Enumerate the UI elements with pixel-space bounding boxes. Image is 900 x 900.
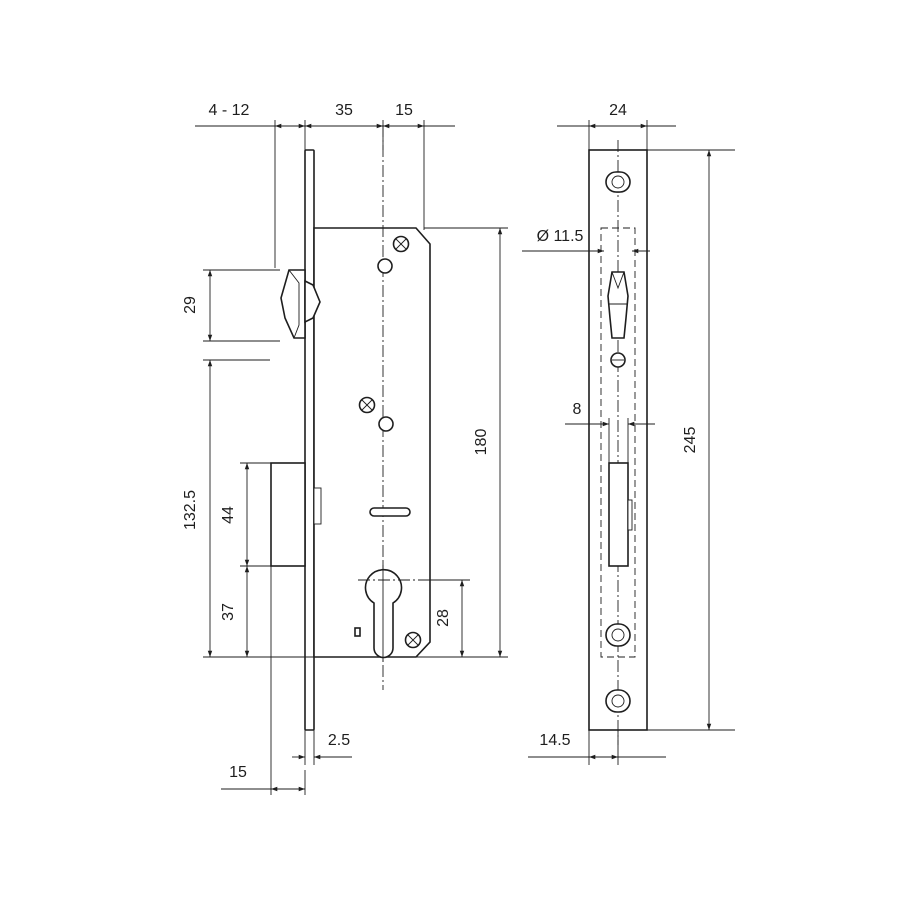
screw-hole-icon xyxy=(605,171,631,193)
latch-bolt xyxy=(280,269,321,339)
screw-icon xyxy=(358,396,376,414)
screw-icon xyxy=(392,235,410,253)
hole-icon xyxy=(378,416,394,432)
dim-overall-height: 245 xyxy=(682,427,699,454)
dim-right-offset: 15 xyxy=(395,102,413,119)
deadbolt-tab xyxy=(313,487,322,525)
dim-case-height: 180 xyxy=(473,429,490,456)
small-square xyxy=(354,627,361,637)
dim-center-height: 132.5 xyxy=(182,490,199,530)
dim-faceplate-center: 14.5 xyxy=(539,732,570,749)
deadbolt xyxy=(270,462,306,567)
screw-hole-icon xyxy=(605,623,631,647)
dim-backset-range: 4 - 12 xyxy=(209,102,250,119)
screw-icon xyxy=(404,631,422,649)
front-view xyxy=(588,140,648,745)
dim-faceplate-thickness: 2.5 xyxy=(328,732,350,749)
dim-backset: 35 xyxy=(335,102,353,119)
front-dimensions: 24 Ø 11.5 8 245 14.5 xyxy=(522,102,735,765)
latch-face xyxy=(607,271,629,339)
side-view xyxy=(270,125,431,731)
dim-cylinder-diameter: Ø 11.5 xyxy=(537,228,584,245)
screw-hole-icon xyxy=(605,689,631,713)
slot-tab xyxy=(627,499,633,531)
side-faceplate xyxy=(304,149,315,731)
dim-cylinder-offset: 28 xyxy=(435,609,452,627)
dim-latch-height: 29 xyxy=(182,296,199,314)
dim-deadbolt-height: 44 xyxy=(220,506,237,524)
dim-faceplate-width: 24 xyxy=(609,102,627,119)
hole-icon xyxy=(377,258,393,274)
cylinder-profile xyxy=(364,568,403,659)
side-dimensions: 4 - 12 35 15 29 132.5 44 37 28 180 xyxy=(182,102,508,795)
case-slot xyxy=(369,507,411,517)
deadbolt-slot xyxy=(608,462,629,567)
dim-bolt-throw: 15 xyxy=(229,764,247,781)
small-screw-icon xyxy=(610,352,626,368)
dim-bottom-offset: 37 xyxy=(220,603,237,621)
dim-slot-width: 8 xyxy=(573,401,582,418)
